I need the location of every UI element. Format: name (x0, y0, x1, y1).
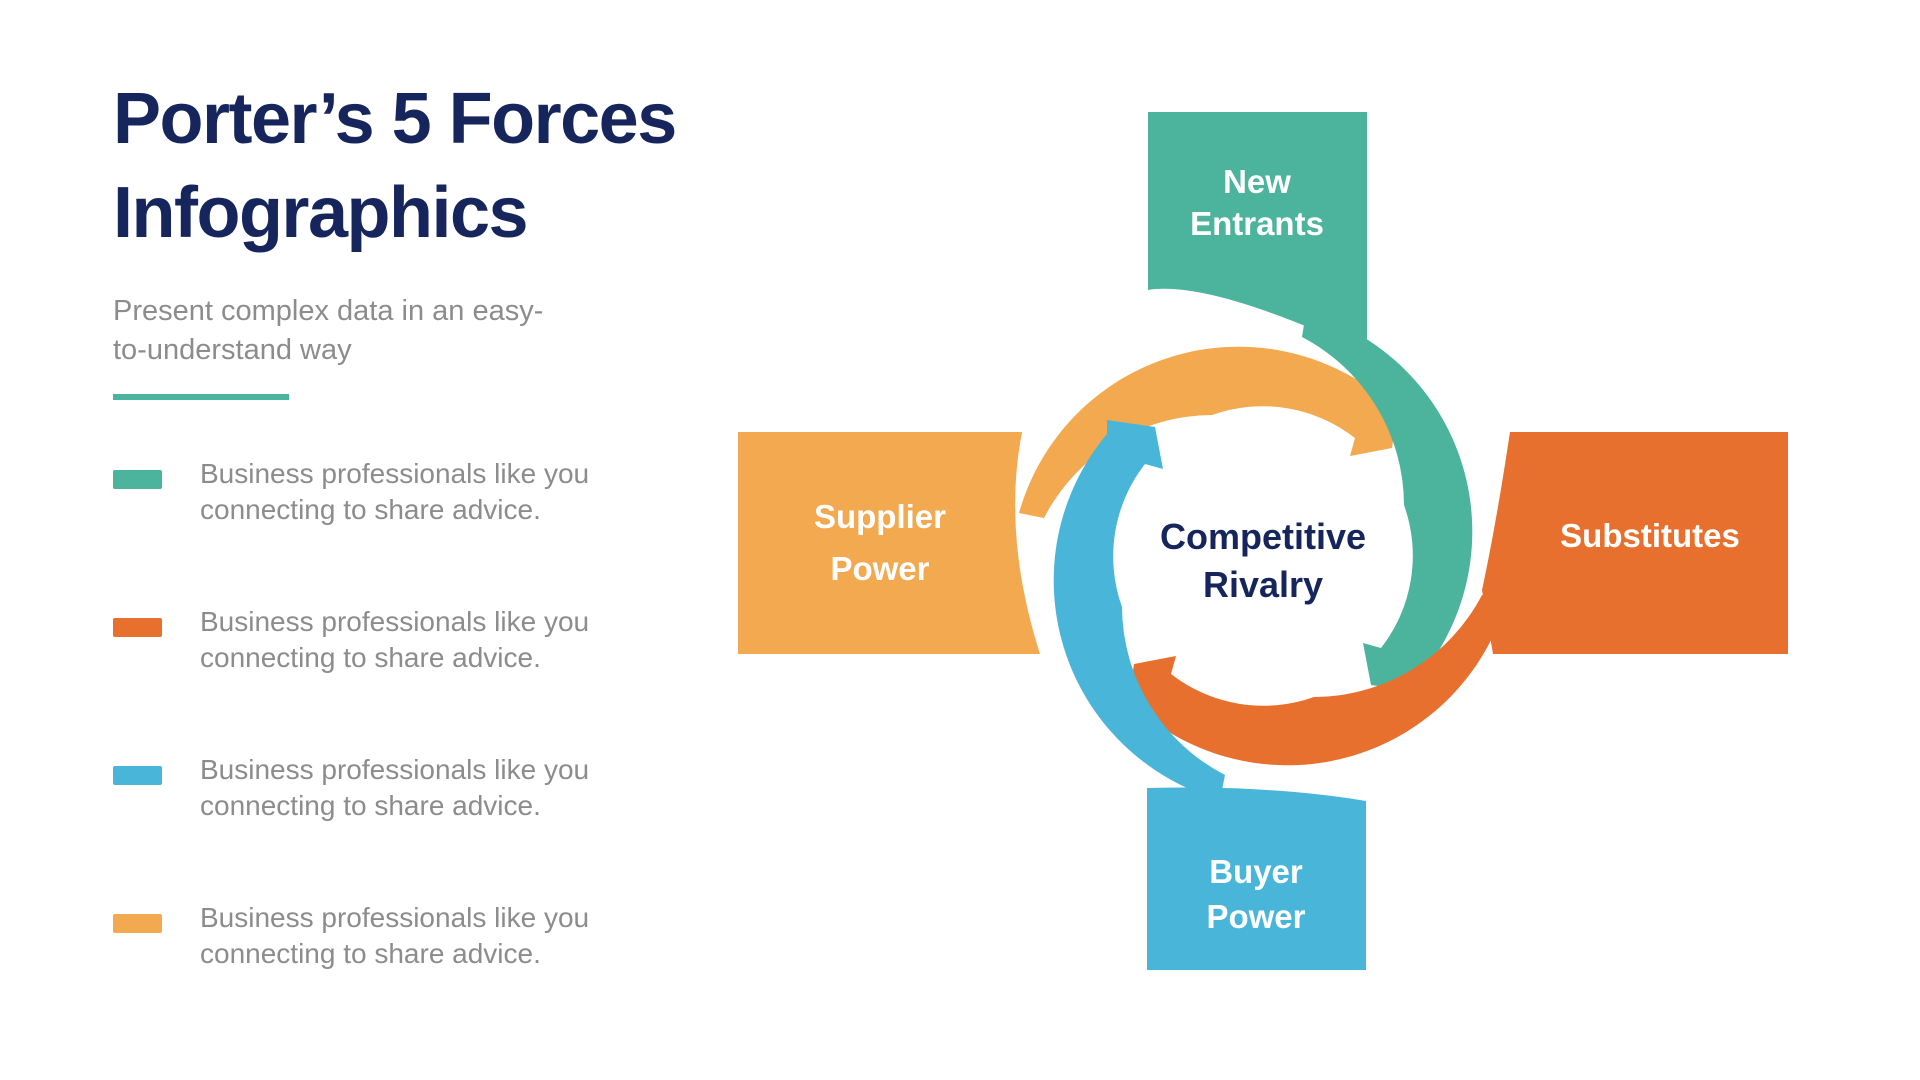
page-subtitle: Present complex data in an easy- to-unde… (113, 292, 733, 370)
new-entrants-arrow (1302, 312, 1473, 692)
substitutes-arrow (1127, 595, 1507, 766)
accent-divider (113, 394, 289, 400)
substitutes-label: Substitutes (1560, 517, 1740, 554)
legend-color-dash-amber (113, 914, 162, 933)
legend-color-dash-blue (113, 766, 162, 785)
buyer-power-box (1147, 787, 1366, 970)
legend-color-dash-orange (113, 618, 162, 637)
new-entrants-box (1148, 112, 1367, 353)
page-subtitle-line1: Present complex data in an easy- (113, 295, 544, 327)
center-label-line1: Competitive (1160, 516, 1366, 557)
left-column: Porter’s 5 Forces Infographics Present c… (113, 72, 733, 1048)
supplier-power-box (738, 432, 1040, 654)
legend-item-text: Business professionals like you connecti… (200, 606, 590, 673)
legend-item-text: Business professionals like you connecti… (200, 902, 590, 969)
new-entrants-label-line2: Entrants (1190, 205, 1324, 242)
supplier-power-label-line2: Power (830, 550, 929, 587)
list-item: Business professionals like you connecti… (113, 604, 733, 676)
legend-item-text: Business professionals like you connecti… (200, 754, 590, 821)
list-item: Business professionals like you connecti… (113, 900, 733, 972)
page-title: Porter’s 5 Forces Infographics (113, 72, 733, 260)
page-subtitle-line2: to-understand way (113, 334, 352, 366)
legend-list: Business professionals like you connecti… (113, 456, 733, 972)
list-item: Business professionals like you connecti… (113, 752, 733, 824)
supplier-power-arrow (1019, 346, 1399, 518)
new-entrants-label-line1: New (1223, 163, 1291, 200)
legend-item-text: Business professionals like you connecti… (200, 458, 590, 525)
substitutes-box (1482, 432, 1788, 654)
list-item: Business professionals like you connecti… (113, 456, 733, 528)
page-title-line2: Infographics (113, 173, 529, 253)
legend-color-dash-teal (113, 470, 162, 489)
buyer-power-arrow (1053, 420, 1225, 800)
buyer-power-label-line2: Power (1206, 898, 1305, 935)
center-label-line2: Rivalry (1203, 564, 1323, 605)
page-title-line1: Porter’s 5 Forces (113, 79, 677, 159)
supplier-power-label-line1: Supplier (814, 498, 946, 535)
buyer-power-label-line1: Buyer (1209, 853, 1303, 890)
five-forces-diagram: New Entrants Supplier Power Substitutes … (738, 112, 1788, 970)
